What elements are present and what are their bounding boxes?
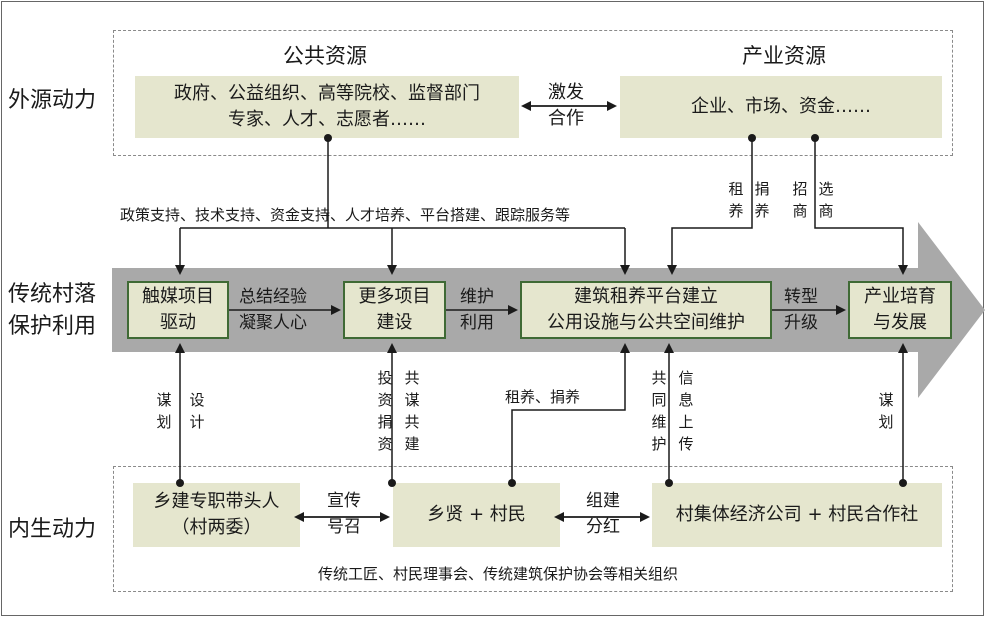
- leader-box: 乡建专职带头人 （村两委）: [133, 483, 300, 547]
- industry-cultivation-box: 产业培育 与发展: [848, 281, 952, 339]
- plan-label-right: 谋划: [878, 391, 894, 431]
- external-resources-container: [113, 30, 953, 156]
- transform-link-line2: 升级: [784, 313, 818, 333]
- public-resources-line2: 专家、人才、志愿者……: [228, 109, 426, 130]
- internal-resources-container: [113, 466, 953, 592]
- more-projects-line1: 更多项目: [358, 286, 431, 307]
- rent-donate-label: 租养、捐养: [505, 388, 581, 406]
- organize-line1: 组建: [586, 491, 620, 511]
- support-text: 政策支持、技术支持、资金支持、人才培养、平台搭建、跟踪服务等: [120, 206, 571, 224]
- promote-line2: 号召: [327, 517, 361, 537]
- industry-resources-title: 产业资源: [742, 44, 826, 68]
- co-plan-col2: 共谋共建: [404, 369, 420, 453]
- promote-line1: 宣传: [327, 491, 361, 511]
- invest-donate-col1: 投资捐资: [377, 369, 393, 453]
- rent-label-col1: 租养: [728, 180, 744, 220]
- organize-line2: 分红: [586, 517, 620, 537]
- invest-label-col2: 选商: [818, 180, 834, 220]
- transform-link-line1: 转型: [784, 287, 818, 307]
- invest-label-col1: 招商: [792, 180, 808, 220]
- public-resources-line1: 政府、公益组织、高等院校、监督部门: [174, 83, 480, 104]
- internal-force-label: 内生动力: [8, 517, 97, 542]
- external-force-label: 外源动力: [8, 88, 97, 113]
- traditional-village-label-line2: 保护利用: [8, 314, 97, 339]
- catalyst-project-line1: 触媒项目: [142, 286, 214, 307]
- exchange-label: 激发 合作: [548, 80, 584, 132]
- summarize-link-line2: 凝聚人心: [239, 313, 307, 333]
- plan-label-col1: 谋划: [156, 391, 172, 431]
- rent-label-col2: 捐养: [754, 180, 770, 220]
- collective-company-box: 村集体经济公司 + 村民合作社: [652, 483, 942, 547]
- industry-cultivation-line1: 产业培育: [864, 286, 936, 307]
- summarize-link-line1: 总结经验: [239, 287, 307, 307]
- industry-resources-line1: 企业、市场、资金……: [691, 96, 871, 117]
- rental-platform-line2: 公用设施与公共空间维护: [547, 312, 745, 333]
- co-maintain-col1: 共同维护: [651, 369, 667, 453]
- leader-line2: （村两委）: [171, 517, 262, 538]
- rental-platform-line1: 建筑租养平台建立: [574, 286, 718, 307]
- catalyst-project-line2: 驱动: [160, 312, 196, 333]
- exchange-label-line2: 合作: [548, 108, 584, 129]
- footer-organizations: 传统工匠、村民理事会、传统建筑保护协会等相关组织: [318, 565, 679, 583]
- summarize-link-label: 总结经验 凝聚人心: [239, 284, 307, 336]
- industry-cultivation-line2: 与发展: [873, 312, 927, 333]
- organize-label: 组建 分红: [586, 488, 620, 540]
- leader-line1: 乡建专职带头人: [153, 491, 280, 512]
- industry-resources-box: 企业、市场、资金……: [620, 76, 942, 138]
- more-projects-line2: 建设: [376, 312, 413, 333]
- rental-platform-box: 建筑租养平台建立 公用设施与公共空间维护: [520, 281, 772, 339]
- more-projects-box: 更多项目 建设: [343, 281, 446, 339]
- info-upload-col2: 信息上传: [678, 369, 694, 453]
- collective-company-text: 村集体经济公司 + 村民合作社: [675, 504, 919, 525]
- villagers-text: 乡贤 + 村民: [427, 504, 526, 525]
- plan-label-col2: 设计: [189, 391, 205, 431]
- promote-label: 宣传 号召: [327, 488, 361, 540]
- transform-link-label: 转型 升级: [784, 284, 818, 336]
- traditional-village-label-line1: 传统村落: [8, 282, 97, 307]
- public-resources-title: 公共资源: [283, 44, 367, 68]
- catalyst-project-box: 触媒项目 驱动: [127, 281, 229, 339]
- public-resources-box: 政府、公益组织、高等院校、监督部门 专家、人才、志愿者……: [135, 76, 519, 138]
- exchange-label-line1: 激发: [548, 82, 584, 103]
- maintain-link-line1: 维护: [460, 287, 494, 307]
- villagers-box: 乡贤 + 村民: [393, 483, 560, 547]
- maintain-link-label: 维护 利用: [460, 284, 494, 336]
- maintain-link-line2: 利用: [460, 313, 494, 333]
